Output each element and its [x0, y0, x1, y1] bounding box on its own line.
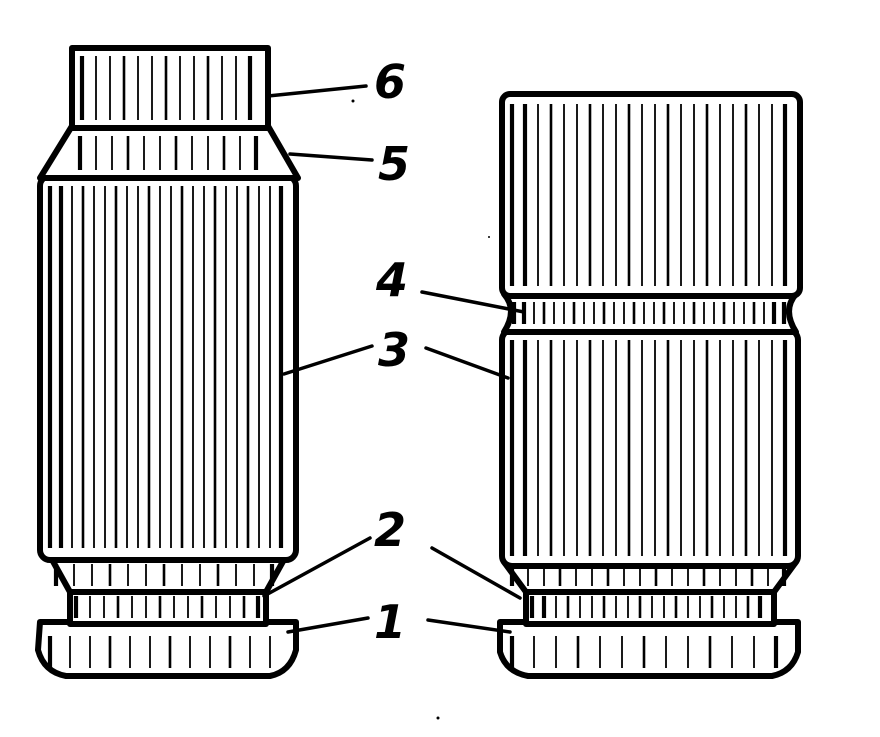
right-flange [497, 619, 801, 679]
left-part [35, 45, 301, 679]
leader-1-right [426, 618, 512, 634]
leader-4 [420, 290, 526, 314]
speck [436, 716, 440, 720]
label-5: 5 [378, 137, 410, 191]
label-1-left: 1 [374, 595, 406, 649]
leader-2-right [430, 546, 522, 600]
left-ribs [47, 56, 284, 668]
leader-5 [288, 152, 374, 162]
speck [351, 99, 355, 103]
label-2-left: 2 [374, 503, 406, 557]
right-groove [501, 291, 799, 335]
speck [488, 236, 490, 238]
leader-3-right [424, 346, 510, 380]
leader-6 [266, 84, 368, 98]
callout-labels: 6 5 3 2 1 4 [374, 55, 410, 649]
left-flange [35, 619, 299, 679]
left-neck-ring [67, 587, 269, 627]
leader-2-left [262, 536, 372, 598]
label-4: 4 [375, 253, 408, 307]
right-upper-body [499, 91, 803, 299]
right-ribs [509, 104, 788, 668]
leader-lines [262, 84, 526, 634]
right-part [497, 91, 803, 679]
right-lower-body [499, 327, 801, 569]
leader-1-left [286, 616, 370, 634]
left-cap [69, 45, 271, 131]
label-6: 6 [374, 55, 406, 109]
leader-3-left [282, 344, 374, 376]
label-3-left: 3 [378, 323, 410, 377]
left-body [37, 173, 299, 563]
